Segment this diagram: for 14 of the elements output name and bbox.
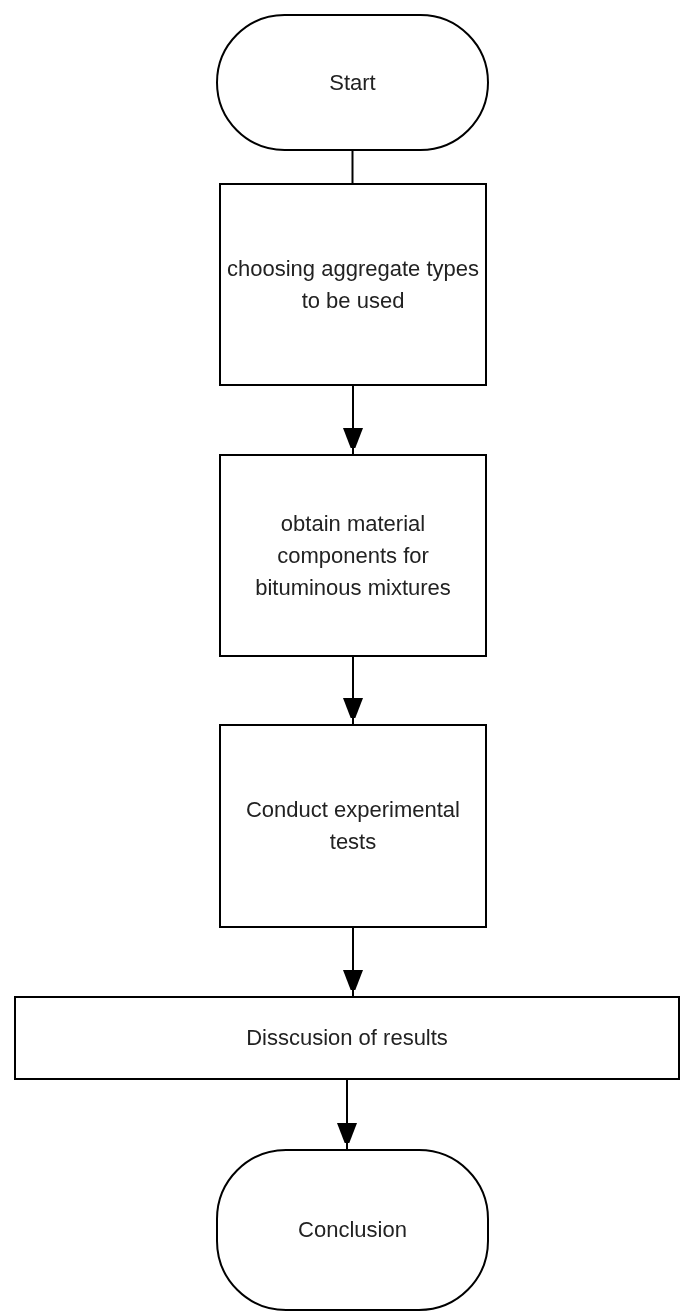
step-text: obtain material components for bituminous mixtures — [254, 509, 452, 602]
process-box — [219, 183, 487, 386]
step-text: choosing aggregate types to be used — [226, 254, 480, 315]
step-text: Disscusion of results — [245, 1024, 449, 1052]
terminal-label: Start — [328, 68, 377, 97]
process-box — [219, 454, 487, 657]
step-text: Conduct experimental tests — [245, 796, 461, 856]
arrow — [343, 656, 363, 725]
terminal-label: Conclusion — [297, 1216, 408, 1244]
arrow — [337, 1079, 357, 1150]
arrow — [343, 385, 363, 455]
process-box — [219, 724, 487, 928]
process-box — [14, 996, 680, 1080]
arrow — [343, 927, 363, 997]
